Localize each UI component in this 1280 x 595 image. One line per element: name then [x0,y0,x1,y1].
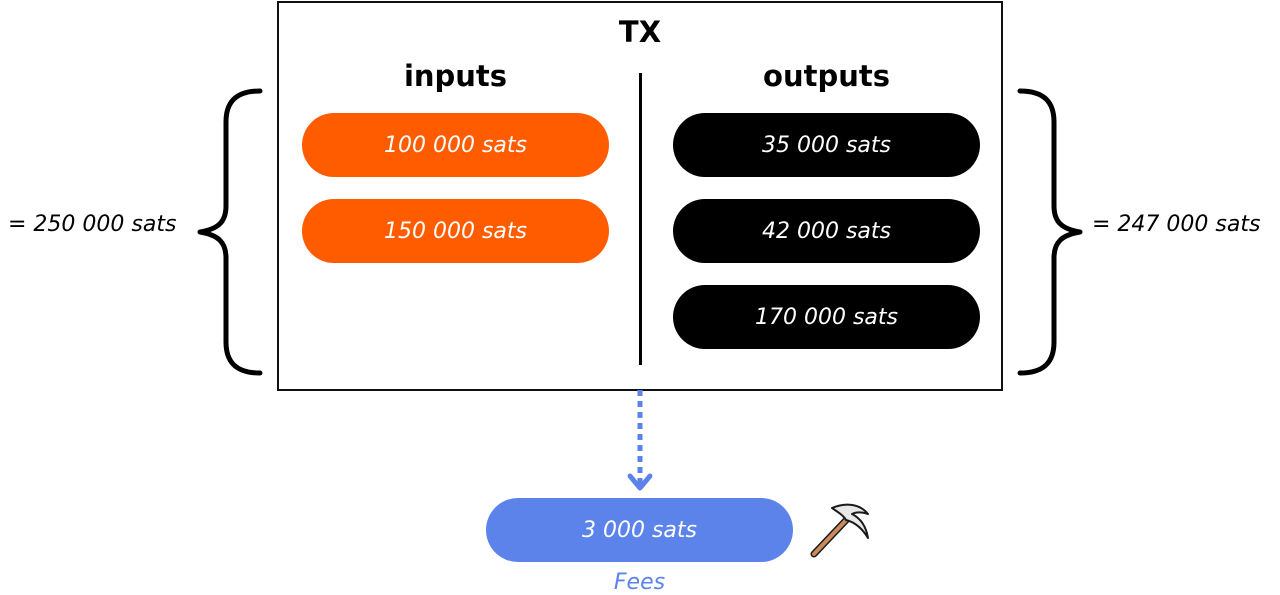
fee-label: Fees [613,570,666,595]
input-pill: 100 000 sats [302,113,609,177]
transaction-box: TX inputs outputs 100 000 sats 150 000 s… [277,1,1003,391]
fee-arrow-icon [627,390,653,491]
pickaxe-icon [810,503,869,558]
outputs-heading: outputs [763,59,890,93]
fee-pill: 3 000 sats [486,498,793,562]
input-pill: 150 000 sats [302,199,609,263]
left-brace-icon [197,88,263,376]
tx-title: TX [618,15,662,49]
column-divider [639,73,642,365]
output-pill: 35 000 sats [673,113,980,177]
outputs-total: = 247 000 sats [1092,212,1261,237]
output-pill: 170 000 sats [673,285,980,349]
inputs-total: = 250 000 sats [8,212,177,237]
inputs-heading: inputs [403,59,508,93]
right-brace-icon [1017,88,1083,376]
output-pill: 42 000 sats [673,199,980,263]
